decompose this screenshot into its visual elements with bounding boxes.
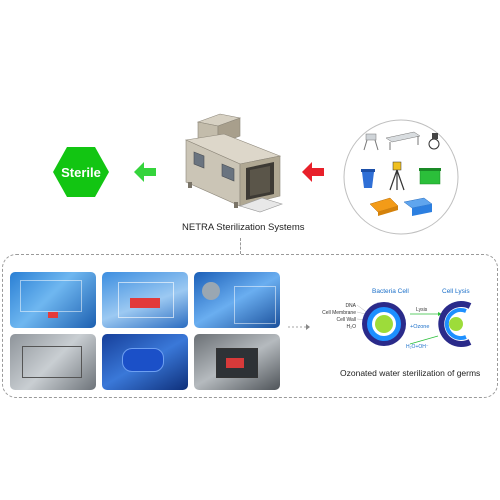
- part-label-wall: Cell Wall: [336, 317, 356, 323]
- connector-line: [240, 238, 241, 254]
- bacteria-cell-icon: [362, 302, 406, 346]
- part-label-dna: DNA: [345, 303, 356, 309]
- input-arrow-icon: [302, 162, 324, 182]
- lysed-cell-icon: [438, 301, 472, 347]
- photo-basket-rack: [102, 272, 188, 328]
- byproduct-label: H₂O+OH⁻: [406, 344, 429, 350]
- ozone-diagram: Bacteria Cell Cell Lysis DNA Cell Membra…: [322, 288, 472, 350]
- sterile-hexagon: Sterile: [53, 147, 109, 197]
- lysis-arrow-label: Lysis: [416, 307, 428, 313]
- photo-spray-chamber: [10, 272, 96, 328]
- items-circle: [343, 119, 459, 235]
- photo-exit-tunnel: [194, 334, 280, 390]
- bed-icon: [385, 131, 421, 150]
- flow-arrow-icon: [288, 324, 310, 330]
- sterilization-machine: [184, 113, 283, 213]
- photo-brush: [102, 334, 188, 390]
- output-arrow-icon: [134, 162, 156, 182]
- photo-conveyor: [10, 334, 96, 390]
- part-label-water: H₂O: [347, 324, 357, 330]
- diagram-caption: Ozonated water sterilization of germs: [340, 368, 481, 378]
- system-caption: NETRA Sterilization Systems: [182, 222, 305, 233]
- bacteria-cell-label: Bacteria Cell: [372, 288, 409, 295]
- basket-icon: [403, 197, 433, 216]
- sterile-label: Sterile: [61, 165, 101, 180]
- container-icon: [419, 168, 441, 185]
- chair-icon: [363, 133, 379, 151]
- ozone-label: +Ozone: [410, 324, 429, 330]
- details-frame: [2, 254, 498, 398]
- tripod-icon: [389, 161, 405, 191]
- trash-bin-icon: [361, 169, 375, 188]
- tray-icon: [369, 197, 399, 216]
- photo-nozzle: [194, 272, 280, 328]
- wheelchair-icon: [428, 133, 440, 150]
- cell-lysis-label: Cell Lysis: [442, 288, 470, 295]
- part-label-membrane: Cell Membrane: [322, 310, 356, 316]
